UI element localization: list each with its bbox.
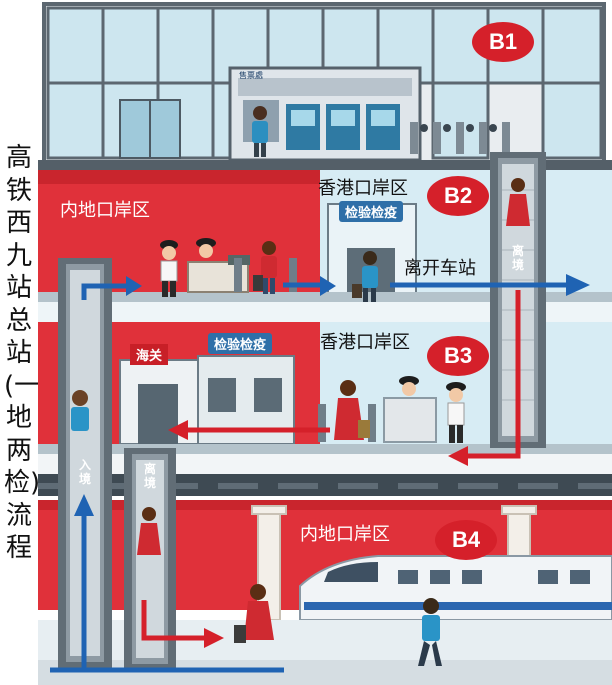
- b2-exit-label: 离开车站: [404, 258, 476, 279]
- b2-inspection-sign: 检验检疫: [339, 201, 404, 222]
- arrival-flow-arrows: [50, 282, 566, 673]
- b3-gates: [318, 404, 376, 442]
- diagram-title: 高铁西九站总站(一地两检)流程: [4, 143, 41, 563]
- entrance-doors: [119, 99, 181, 159]
- b3-inspection-sign: 检验检疫: [208, 333, 273, 354]
- b3-officers: [383, 376, 466, 443]
- arrival-arrowheads: [74, 274, 590, 516]
- badge-b1: B1: [472, 22, 534, 62]
- station-scene: 售票處 B1 B2 B3 B4 内地口岸区 香港口岸区 检验检疫 离开车站 香港…: [38, 0, 612, 685]
- b2-passenger-at-gate: [253, 241, 277, 294]
- b2-exiting-passenger: [352, 251, 378, 302]
- b1-gates: [410, 122, 510, 154]
- b2-gates: [234, 258, 297, 292]
- b2-hk-zone-label: 香港口岸区: [318, 178, 408, 199]
- left-escalator-label: 入境: [78, 458, 91, 486]
- b2-mainland-zone-label: 内地口岸区: [60, 200, 150, 221]
- b4-passenger-red: [234, 584, 274, 643]
- b4-mainland-zone-label: 内地口岸区: [300, 524, 390, 545]
- customs-sign: 海关: [130, 344, 169, 365]
- badge-b2: B2: [427, 176, 489, 216]
- right-escalator-label: 离境: [511, 244, 524, 272]
- departure-arrowheads: [168, 420, 468, 648]
- b3-hk-zone-label: 香港口岸区: [320, 332, 410, 353]
- ticket-office: [228, 66, 422, 162]
- high-speed-train: [299, 555, 612, 621]
- b3-passenger: [334, 380, 370, 440]
- middle-escalator-label: 离境: [143, 462, 156, 490]
- ticket-office-sign: 售票處: [239, 71, 263, 80]
- badge-b3: B3: [427, 336, 489, 376]
- departure-flow-arrows: [141, 290, 521, 641]
- badge-b4: B4: [435, 520, 497, 560]
- b4-passenger-blue: [418, 598, 442, 666]
